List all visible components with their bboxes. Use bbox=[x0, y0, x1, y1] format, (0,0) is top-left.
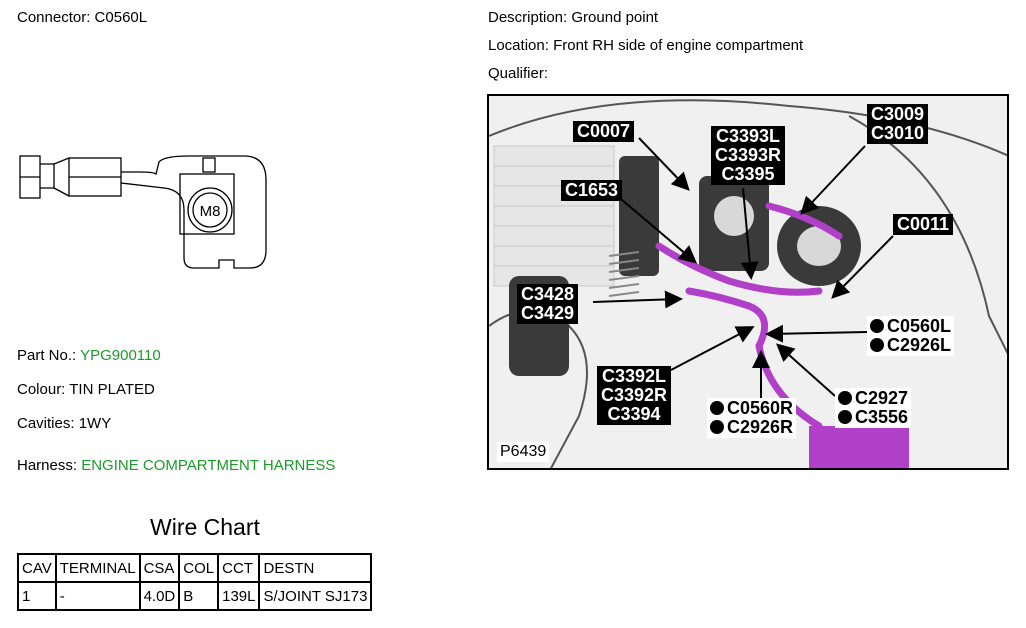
location-photo: C0007 C3393L C3393R C3395 C3009 C3010 C1… bbox=[487, 94, 1009, 470]
connector-diagram: M8 bbox=[19, 155, 267, 269]
label-c2927: C2927 C3556 bbox=[835, 388, 912, 428]
cavities-value: 1WY bbox=[78, 415, 112, 432]
qualifier-field: Qualifier: bbox=[488, 65, 548, 82]
label-c0011: C0011 bbox=[893, 214, 954, 235]
cell-col: B bbox=[178, 581, 220, 611]
cell-destn: S/JOINT SJ173 bbox=[258, 581, 373, 611]
stud-size-label: M8 bbox=[200, 203, 221, 220]
photo-id: P6439 bbox=[497, 442, 550, 462]
col-header-cav: CAV bbox=[17, 553, 57, 583]
location-label: Location: bbox=[488, 37, 549, 54]
part-no-field: Part No.: YPG900110 bbox=[17, 347, 161, 364]
wire-chart-header-row: CAV TERMINAL CSA COL CCT DESTN bbox=[17, 553, 373, 583]
label-c0560r: C0560R C2926R bbox=[707, 398, 797, 438]
colour-label: Colour: bbox=[17, 381, 66, 398]
harness-label: Harness: bbox=[17, 457, 78, 474]
harness-field: Harness: ENGINE COMPARTMENT HARNESS bbox=[17, 457, 335, 474]
harness-value: ENGINE COMPARTMENT HARNESS bbox=[81, 457, 336, 474]
label-c3009: C3009 C3010 bbox=[867, 104, 929, 144]
description-value: Ground point bbox=[571, 9, 659, 26]
label-c1653: C1653 bbox=[561, 180, 623, 201]
cell-terminal: - bbox=[54, 581, 141, 611]
col-header-terminal: TERMINAL bbox=[54, 553, 141, 583]
description-label: Description: bbox=[488, 9, 568, 26]
wire-chart-title: Wire Chart bbox=[150, 514, 260, 540]
wire-chart-table: CAV TERMINAL CSA COL CCT DESTN 1 - 4.0D … bbox=[17, 553, 373, 611]
col-header-destn: DESTN bbox=[258, 553, 373, 583]
label-c0560l: C0560L C2926L bbox=[867, 316, 955, 356]
description-field: Description: Ground point bbox=[488, 9, 658, 26]
cell-csa: 4.0D bbox=[138, 581, 181, 611]
label-c3392: C3392L C3392R C3394 bbox=[597, 366, 672, 425]
cavities-label: Cavities: bbox=[17, 415, 75, 432]
qualifier-label: Qualifier: bbox=[488, 65, 549, 82]
label-c0007: C0007 bbox=[573, 121, 635, 142]
colour-value: TIN PLATED bbox=[69, 381, 155, 398]
part-no-value: YPG900110 bbox=[80, 347, 161, 364]
connector-label: Connector: bbox=[17, 9, 91, 26]
location-field: Location: Front RH side of engine compar… bbox=[488, 37, 803, 54]
cavities-field: Cavities: 1WY bbox=[17, 415, 111, 432]
location-value: Front RH side of engine compartment bbox=[553, 37, 804, 54]
col-header-csa: CSA bbox=[138, 553, 181, 583]
label-c3393: C3393L C3393R C3395 bbox=[711, 126, 786, 185]
table-row: 1 - 4.0D B 139L S/JOINT SJ173 bbox=[17, 581, 373, 611]
label-c3428: C3428 C3429 bbox=[517, 284, 579, 324]
connector-field: Connector: C0560L bbox=[17, 9, 147, 26]
cell-cct: 139L bbox=[217, 581, 261, 611]
col-header-cct: CCT bbox=[217, 553, 261, 583]
col-header-col: COL bbox=[178, 553, 220, 583]
part-no-label: Part No.: bbox=[17, 347, 77, 364]
connector-value: C0560L bbox=[94, 9, 148, 26]
colour-field: Colour: TIN PLATED bbox=[17, 381, 155, 398]
cell-cav: 1 bbox=[17, 581, 57, 611]
